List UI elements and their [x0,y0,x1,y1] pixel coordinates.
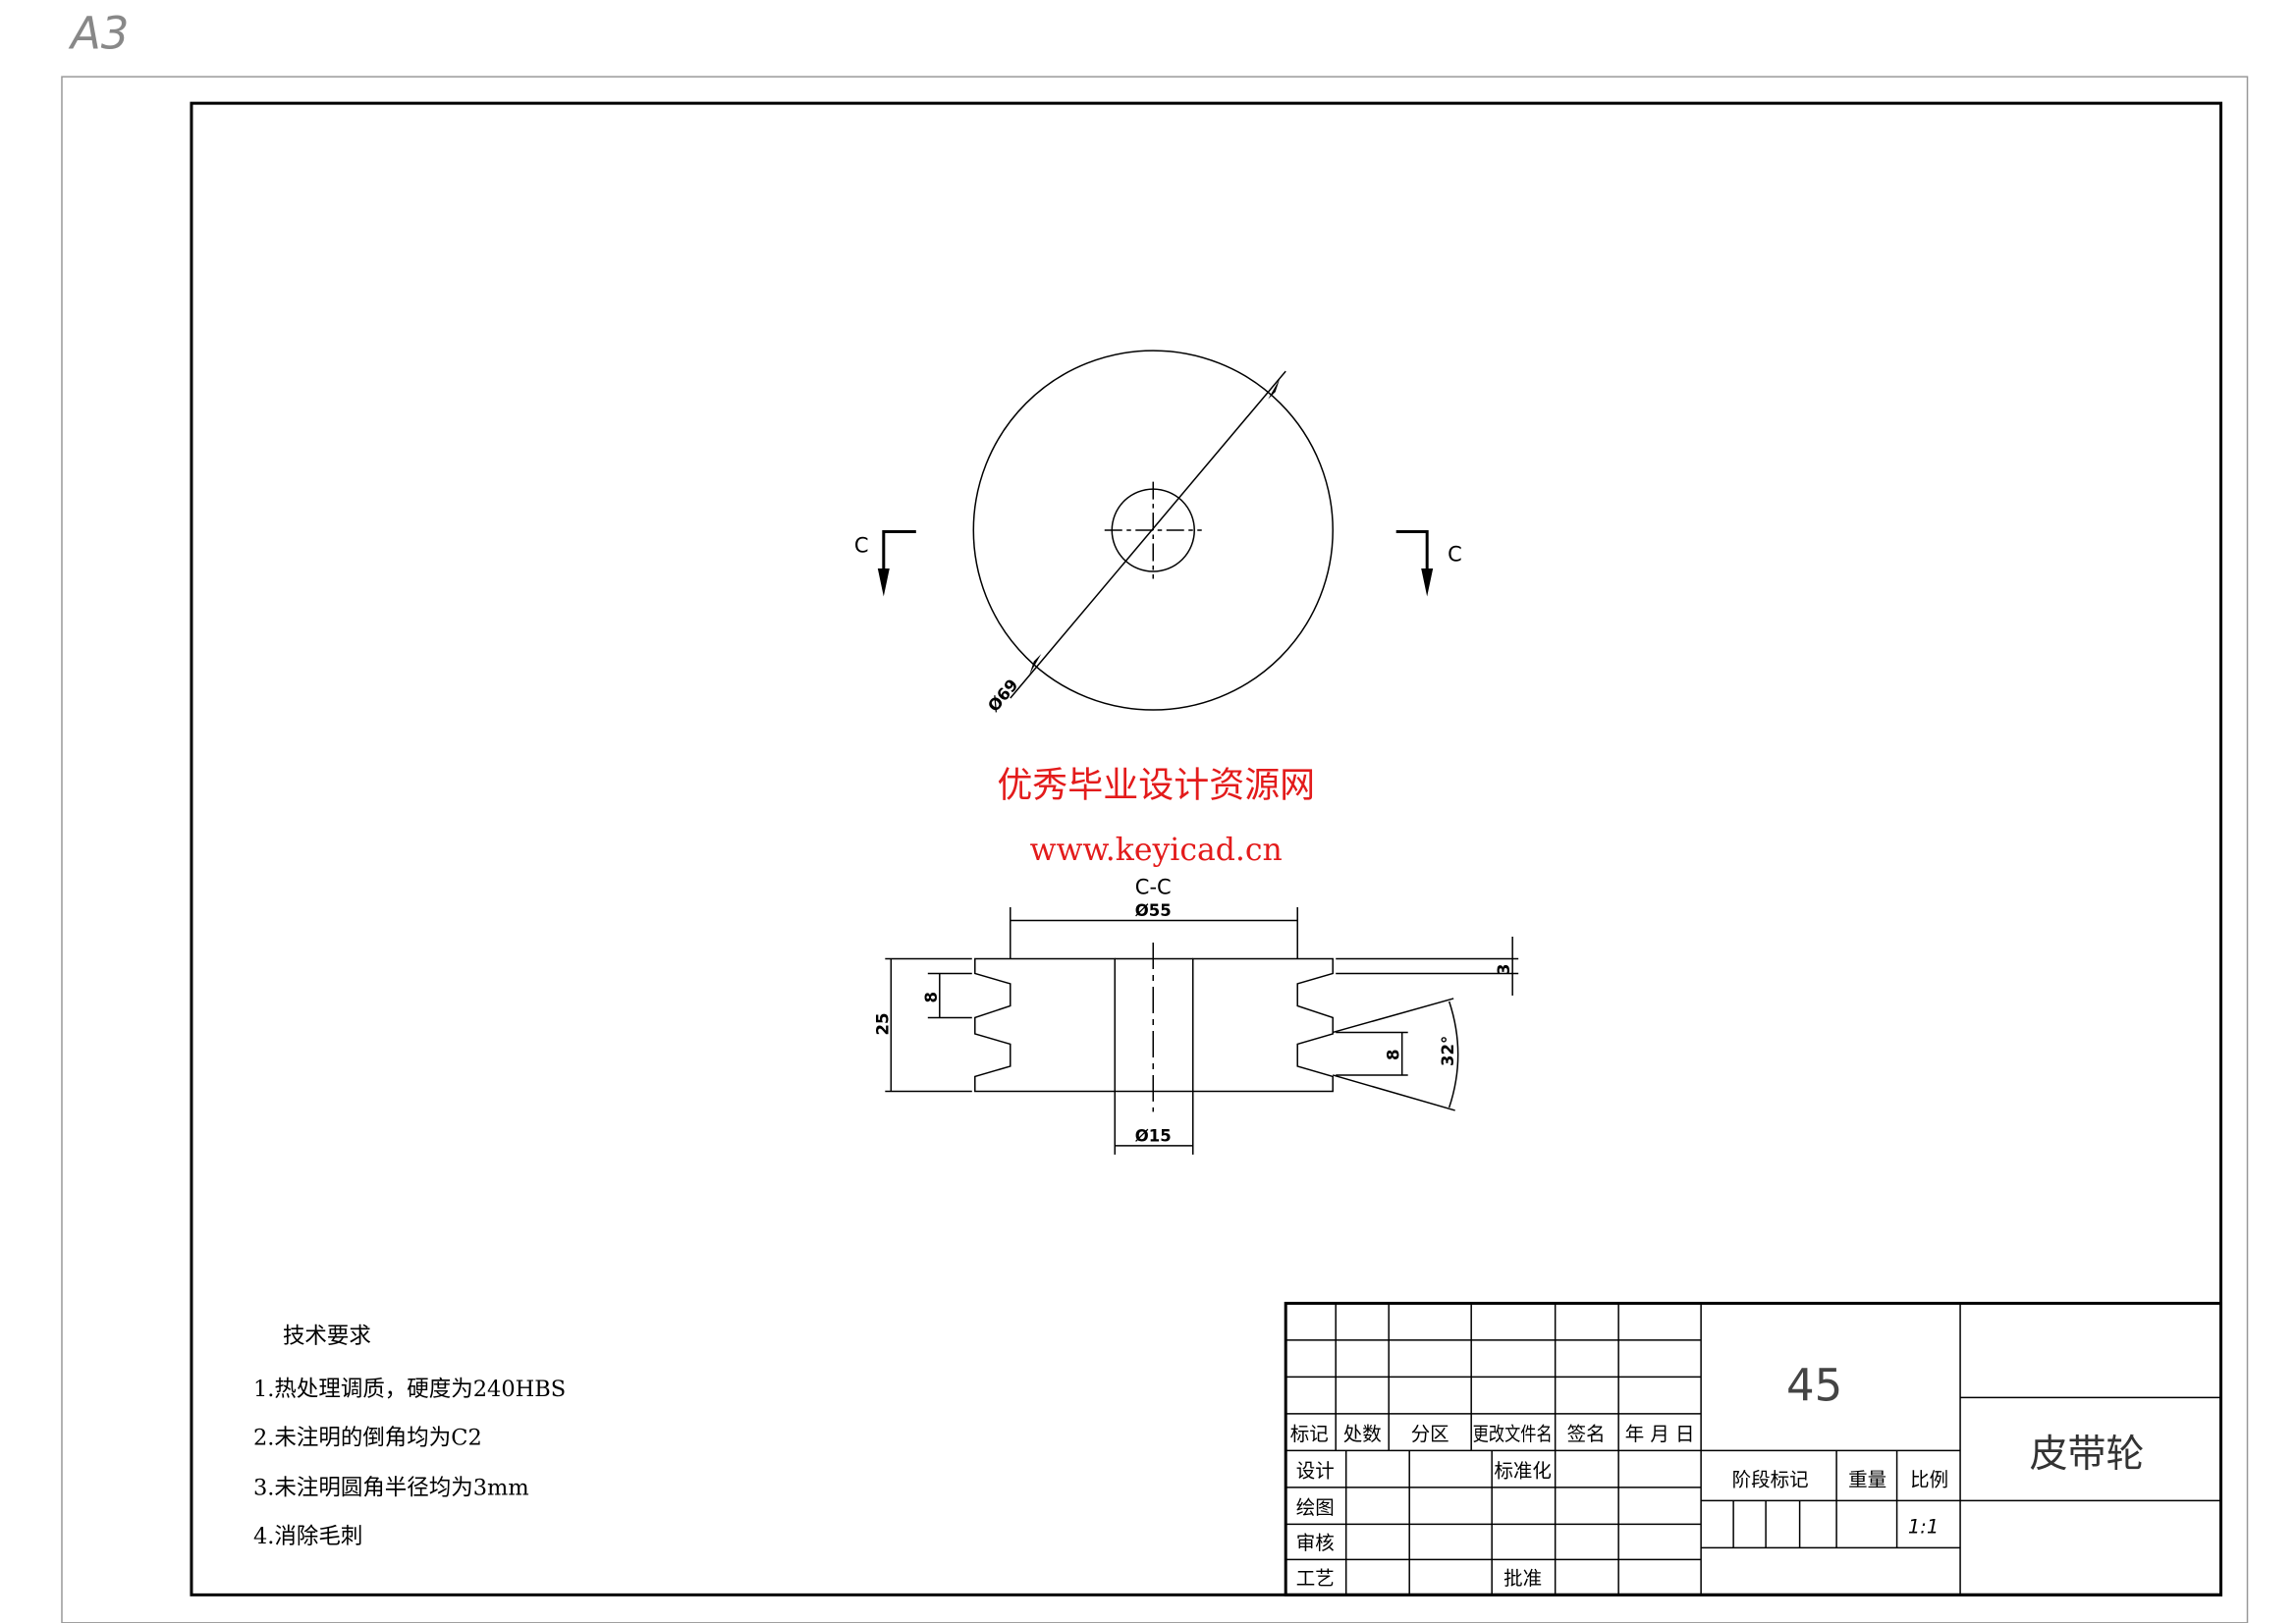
tb-header: 标记 [1290,1423,1329,1445]
tb-header: 更改文件名 [1473,1423,1553,1445]
section-view: Ø55 Ø15 25 8 3 8 32° [873,901,1519,1155]
tech-req-heading: 技术要求 [283,1324,371,1349]
dim-groove-left: 8 [922,992,941,1002]
tb-header: 年 月 日 [1625,1423,1695,1445]
tech-req-item: 1.热处理调质，硬度为240HBS [253,1377,566,1402]
watermark-url: www.keyicad.cn [1030,833,1283,868]
tb-header: 分区 [1411,1423,1449,1445]
tb-weight: 重量 [1848,1468,1886,1490]
dim-height: 25 [873,1012,892,1035]
inner-frame [190,101,2223,1596]
section-mark-left: C [854,534,869,558]
tb-role: 设计 [1296,1459,1335,1482]
tech-req-item: 4.消除毛刺 [253,1524,362,1549]
tb-role: 工艺 [1296,1567,1335,1590]
dim-groove-right: 8 [1385,1049,1403,1059]
tb-header: 签名 [1567,1423,1606,1445]
front-view: Ø69 C C [854,350,1462,716]
dim-groove-angle: 32° [1439,1036,1457,1066]
diameter-69-label: Ø69 [984,676,1021,716]
section-mark-right: C [1448,543,1462,567]
tb-standardization: 标准化 [1494,1459,1551,1482]
dim-outer-diameter: Ø55 [1135,901,1172,920]
section-title: C-C [1135,875,1172,898]
technical-requirements: 技术要求 1.热处理调质，硬度为240HBS 2.未注明的倒角均为C2 3.未注… [253,1324,566,1549]
tech-req-item: 3.未注明圆角半径均为3mm [253,1475,529,1500]
title-block: 标记 处数 分区 更改文件名 签名 年 月 日 设计 绘图 审核 工艺 标准化 … [1284,1301,2223,1596]
dim-bore-diameter: Ø15 [1135,1126,1172,1145]
watermark-title: 优秀毕业设计资源网 [997,766,1315,806]
tb-role: 绘图 [1296,1496,1335,1519]
tb-approval: 批准 [1503,1567,1542,1590]
dim-top-land: 3 [1495,963,1513,974]
tb-scale-label: 比例 [1910,1468,1948,1490]
tb-role: 审核 [1296,1532,1335,1554]
tech-req-item: 2.未注明的倒角均为C2 [253,1425,482,1450]
tb-scale-value: 1:1 [1908,1515,1939,1538]
tb-header: 处数 [1343,1423,1382,1445]
sheet-size-label: A3 [68,8,129,60]
tb-part-name: 皮带轮 [2030,1433,2145,1477]
tb-material: 45 [1786,1359,1842,1411]
tb-stage-mark: 阶段标记 [1732,1468,1809,1490]
